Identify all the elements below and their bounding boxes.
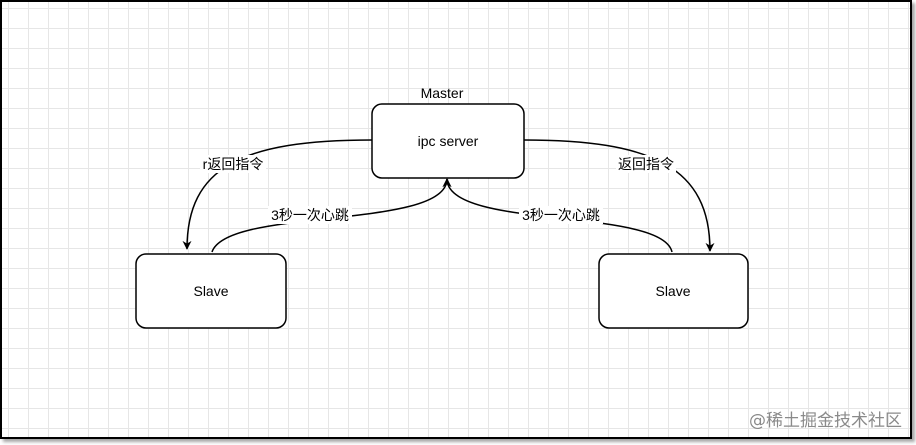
- slave-node-left: [135, 253, 287, 329]
- edge-label-left-return: r返回指令: [203, 156, 264, 172]
- edge-label-right-heartbeat: 3秒一次心跳: [522, 207, 600, 223]
- diagram-svg: r返回指令 返回指令 3秒一次心跳 3秒一次心跳 Master ipc serv…: [135, 85, 902, 431]
- edge-label-right-return: 返回指令: [618, 156, 674, 172]
- edge-label-left-heartbeat: 3秒一次心跳: [271, 207, 349, 223]
- master-node: [371, 103, 525, 179]
- master-title: Master: [421, 85, 464, 101]
- slave-node-right-label: Slave: [655, 283, 690, 299]
- slave-node-right: [598, 253, 749, 329]
- watermark: @稀土掘金技术社区: [749, 411, 902, 431]
- master-node-label: ipc server: [418, 133, 479, 149]
- slave-node-left-label: Slave: [193, 283, 228, 299]
